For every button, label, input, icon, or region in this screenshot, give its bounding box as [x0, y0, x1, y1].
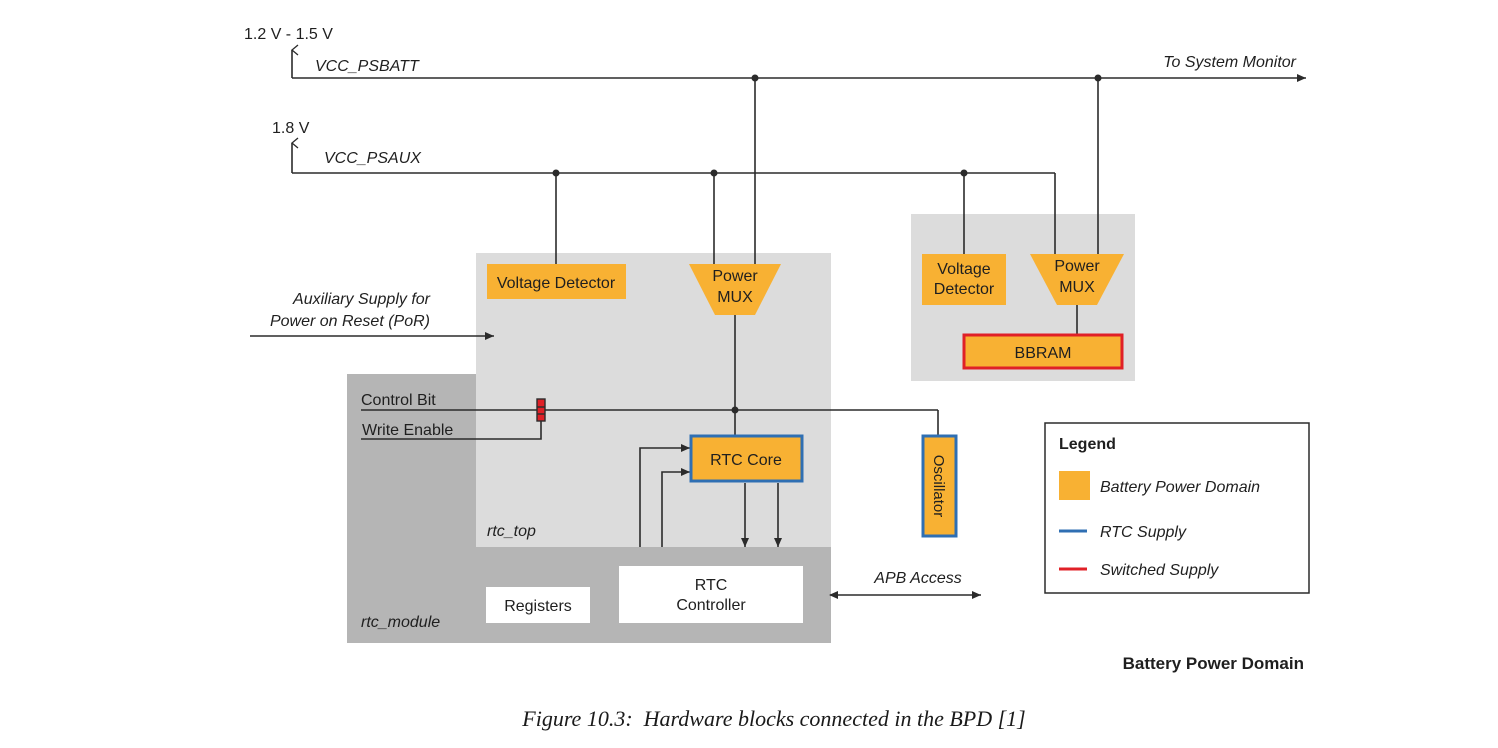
wire-controller-to-core-lower: [661, 468, 690, 547]
power-mux-right-label-2: MUX: [1059, 279, 1095, 296]
power-mux-left-label-2: MUX: [717, 289, 753, 306]
write-enable-label: Write Enable: [362, 422, 453, 439]
control-bit-label: Control Bit: [361, 392, 436, 409]
battery-power-domain-label: Battery Power Domain: [1123, 654, 1304, 673]
junction-dot: [1094, 74, 1102, 82]
region-rtc-module-left: [347, 374, 477, 549]
apb-access-label: APB Access: [873, 570, 961, 587]
oscillator-block: [921, 434, 958, 538]
aux-supply-label-2: Power on Reset (PoR): [270, 313, 430, 330]
rtc-core-label: RTC Core: [710, 452, 782, 469]
voltage-detector-left-block: [487, 264, 626, 299]
voltage-detector-right-label-2: Detector: [934, 281, 995, 298]
voltage-detector-right-block: [922, 254, 1006, 305]
legend-item-battery-label: Battery Power Domain: [1100, 479, 1260, 496]
bbram-label: BBRAM: [1015, 345, 1072, 362]
switch-element: [536, 398, 546, 422]
oscillator-label: Oscillator: [930, 455, 947, 518]
rtc-controller-label-1: RTC: [695, 577, 728, 594]
legend-swatch-battery: [1059, 471, 1090, 500]
psbatt-name-label: VCC_PSBATT: [315, 58, 420, 75]
junction-dot: [710, 169, 718, 177]
power-mux-left-block: [689, 264, 781, 315]
bbram-block: [962, 333, 1124, 370]
psaux-name-label: VCC_PSAUX: [324, 150, 422, 167]
to-system-monitor-label: To System Monitor: [1163, 54, 1296, 71]
rtc-controller-label-2: Controller: [676, 597, 746, 614]
legend-box: [1044, 422, 1310, 594]
rtc-controller-block: [619, 566, 803, 623]
power-mux-left-label-1: Power: [712, 268, 758, 285]
registers-label: Registers: [504, 598, 572, 615]
rtc-core-block: [689, 434, 804, 483]
junction-dot: [552, 169, 560, 177]
voltage-detector-left-label: Voltage Detector: [497, 275, 616, 292]
psaux-voltage-label: 1.8 V: [272, 120, 310, 137]
wire-controller-to-core-upper: [639, 444, 690, 547]
junction-dot: [960, 169, 968, 177]
legend-item-rtc-supply-label: RTC Supply: [1100, 524, 1187, 541]
power-mux-right-block: [1030, 254, 1124, 305]
voltage-detector-right-label-1: Voltage: [937, 261, 990, 278]
registers-block: [486, 587, 590, 623]
power-mux-right-label-1: Power: [1054, 258, 1100, 275]
rtc-module-label: rtc_module: [361, 614, 440, 631]
region-rtc-top: [476, 253, 831, 549]
figure-caption: Figure 10.3: Hardware blocks connected i…: [521, 706, 1025, 731]
junction-dot: [751, 74, 759, 82]
psbatt-voltage-label: 1.2 V - 1.5 V: [244, 26, 333, 43]
legend-title: Legend: [1059, 436, 1116, 453]
legend-item-switched-supply-label: Switched Supply: [1100, 562, 1219, 579]
wire-write-enable: [361, 420, 542, 440]
aux-supply-label-1: Auxiliary Supply for: [292, 291, 431, 308]
rtc-top-label: rtc_top: [487, 523, 536, 540]
